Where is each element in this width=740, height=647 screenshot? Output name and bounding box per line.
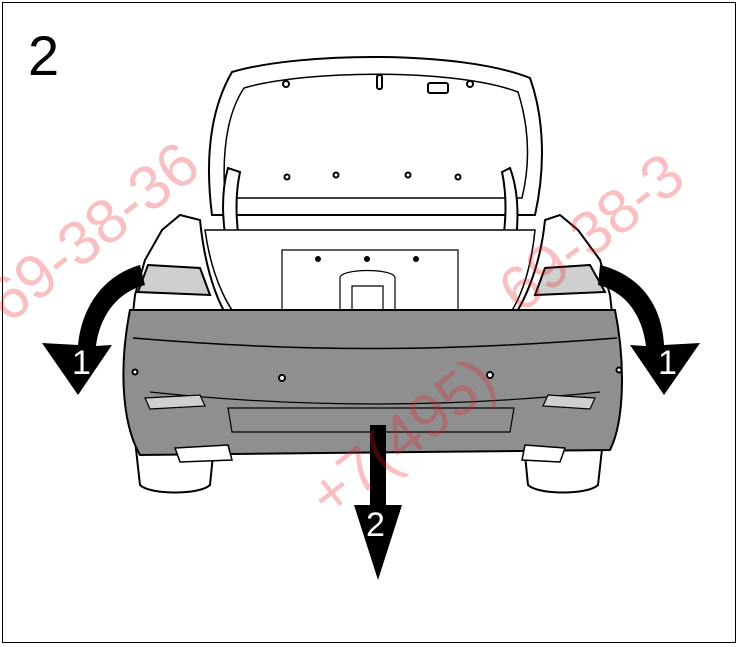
- arrow-right-callout: 1: [598, 265, 700, 395]
- car-body: [122, 213, 623, 494]
- step-number: 2: [28, 24, 60, 87]
- arrow-right-label: 1: [658, 344, 677, 382]
- arrow-left-label: 1: [72, 344, 91, 382]
- trunk-lid: [208, 56, 543, 216]
- arrow-down-label: 2: [366, 506, 385, 544]
- arrow-left-callout: 1: [42, 265, 145, 395]
- arrow-down-callout: 2: [354, 425, 402, 580]
